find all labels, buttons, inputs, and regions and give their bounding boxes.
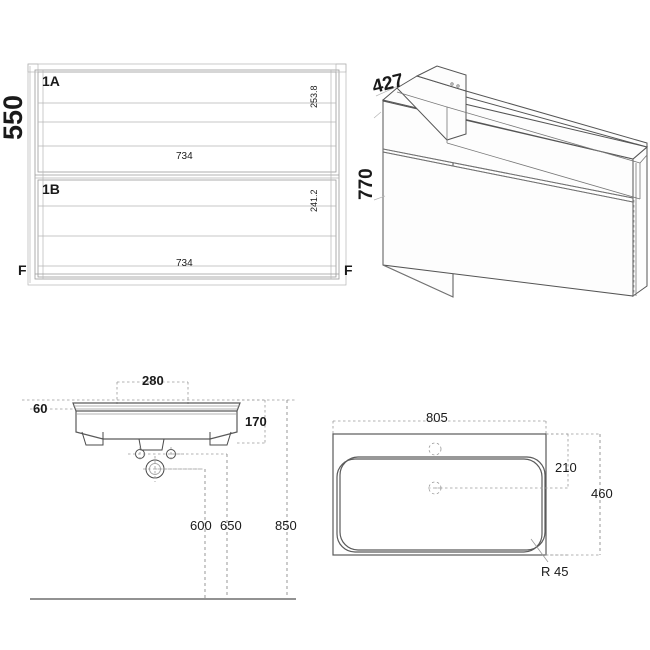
cabinet-isometric-geometry bbox=[373, 65, 649, 298]
drawer-1a-height-label: 253.8 bbox=[309, 85, 319, 108]
basin-plan-radius-label: R 45 bbox=[541, 564, 569, 579]
foot-marker-left: F bbox=[18, 262, 27, 278]
drawer-1b-width-label: 734 bbox=[176, 258, 193, 269]
basin-plan-width-label: 805 bbox=[426, 410, 448, 425]
basin-height-850-label: 850 bbox=[275, 518, 297, 533]
drawer-label-1b: 1B bbox=[42, 181, 60, 197]
basin-top-span-label: 280 bbox=[142, 373, 164, 388]
basin-plan-bowl-offset-label: 210 bbox=[555, 460, 577, 475]
drawer-1a-width-label: 734 bbox=[176, 151, 193, 162]
front-elevation-height-label: 550 bbox=[0, 94, 28, 140]
basin-height-600-label: 600 bbox=[190, 518, 212, 533]
basin-side-elevation-geometry bbox=[22, 381, 296, 600]
drawer-label-1a: 1A bbox=[42, 73, 60, 89]
basin-plan-view-geometry bbox=[332, 420, 601, 563]
cabinet-front-elevation-geometry bbox=[27, 63, 347, 286]
basin-rim-thickness-label: 60 bbox=[33, 401, 48, 416]
isometric-width-label: 770 bbox=[356, 168, 377, 200]
basin-height-650-label: 650 bbox=[220, 518, 242, 533]
foot-marker-right: F bbox=[344, 262, 353, 278]
basin-depth-label: 170 bbox=[245, 414, 267, 429]
basin-plan-depth-label: 460 bbox=[591, 486, 613, 501]
drawer-1b-height-label: 241.2 bbox=[309, 189, 319, 212]
